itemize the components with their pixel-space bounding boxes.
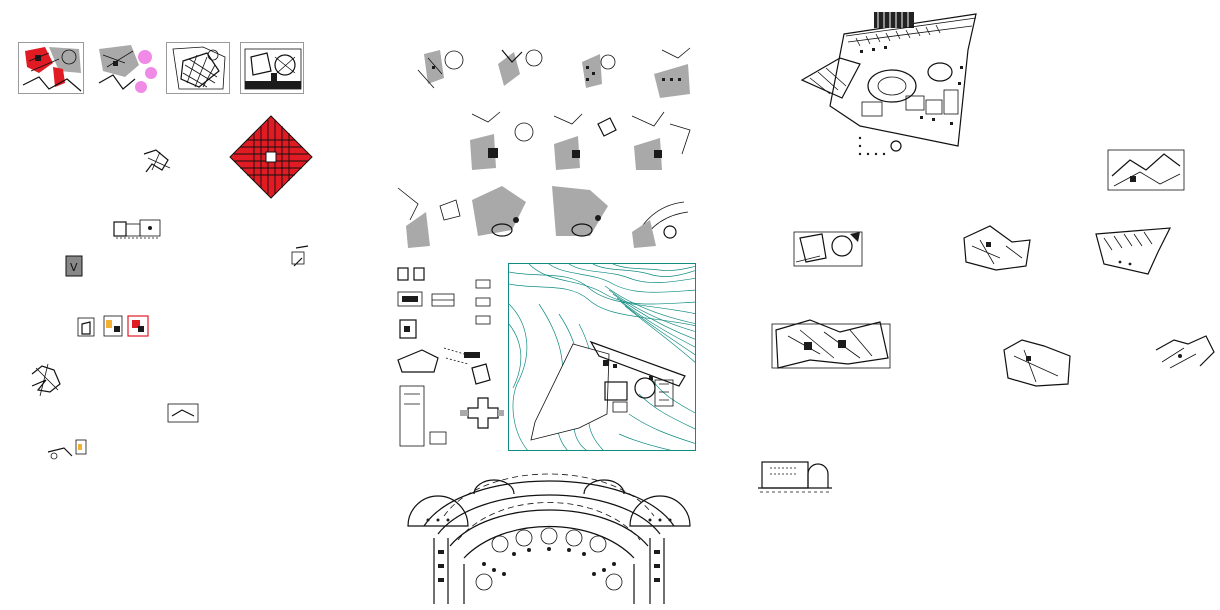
- concept-thumb-pink-drawing: [98, 45, 157, 93]
- fragment-plan-c[interactable]: [1095, 227, 1172, 275]
- massing-study-5[interactable]: [470, 111, 534, 170]
- plan-details-column: [397, 267, 504, 447]
- massing-study-3[interactable]: [582, 54, 616, 88]
- fragment-stamp-cluster[interactable]: [47, 439, 87, 460]
- svg-text:V: V: [70, 261, 78, 274]
- fragment-plan-f[interactable]: [1155, 335, 1215, 369]
- concept-thumb-hatch-drawing: [172, 46, 226, 90]
- red-diamond-grid[interactable]: [228, 114, 314, 200]
- fragment-plan-e[interactable]: [1003, 339, 1071, 387]
- detail-plan-b[interactable]: [397, 291, 423, 307]
- massing-study-1[interactable]: [417, 50, 464, 89]
- fragment-plan-a[interactable]: [793, 231, 863, 267]
- massing-study-8[interactable]: [397, 187, 461, 248]
- concept-thumb-hatch[interactable]: [166, 42, 230, 94]
- massing-study-7[interactable]: [631, 111, 691, 170]
- topographic-site-plan[interactable]: [508, 263, 696, 451]
- large-site-plan[interactable]: [800, 6, 982, 162]
- concept-thumb-red[interactable]: [18, 42, 84, 94]
- massing-study-10[interactable]: [552, 186, 608, 237]
- concept-thumb-pink[interactable]: [94, 42, 160, 94]
- fragment-bird-sketch[interactable]: [143, 149, 171, 173]
- fragment-plan-small[interactable]: [113, 219, 161, 239]
- detail-plan-h[interactable]: [475, 279, 491, 325]
- massing-study-11[interactable]: [632, 201, 689, 248]
- red-diamond-grid-drawing: [229, 115, 313, 199]
- curved-arcade-plan[interactable]: [404, 454, 694, 610]
- fragment-card[interactable]: [167, 403, 199, 423]
- detail-plan-d[interactable]: [399, 319, 417, 339]
- concept-thumb-red-drawing: [22, 47, 82, 92]
- detail-plan-g[interactable]: [429, 431, 447, 445]
- fragment-v-tile[interactable]: V: [65, 255, 83, 277]
- fragment-plan-d[interactable]: [771, 319, 891, 369]
- detail-plan-f[interactable]: [399, 385, 425, 447]
- concept-strip: [18, 42, 306, 96]
- massing-study-6[interactable]: [553, 113, 617, 170]
- massing-study-9[interactable]: [472, 186, 526, 237]
- massing-study-2[interactable]: [498, 49, 543, 86]
- detail-plan-c[interactable]: [431, 293, 455, 307]
- fragment-three-tiles[interactable]: [77, 315, 149, 337]
- fragment-right-stamp[interactable]: [291, 245, 309, 267]
- small-detail-fragments: V: [31, 149, 309, 460]
- fragment-plan-b[interactable]: [963, 225, 1031, 271]
- site-massing-studies-grid: [397, 47, 691, 248]
- concept-thumb-shapes[interactable]: [240, 42, 304, 94]
- small-elevation[interactable]: [756, 456, 836, 498]
- detail-plan-e[interactable]: [397, 347, 469, 373]
- concept-thumb-shapes-drawing: [244, 48, 302, 90]
- detail-plan-a[interactable]: [397, 267, 425, 281]
- detail-plan-i[interactable]: [464, 352, 491, 385]
- fragment-plans: [771, 149, 1215, 387]
- detail-plan-cross[interactable]: [460, 397, 504, 429]
- fragment-plan-topright[interactable]: [1107, 149, 1185, 191]
- massing-study-4[interactable]: [654, 47, 691, 98]
- fragment-scribble[interactable]: [31, 363, 61, 397]
- topographic-contours: [509, 264, 695, 450]
